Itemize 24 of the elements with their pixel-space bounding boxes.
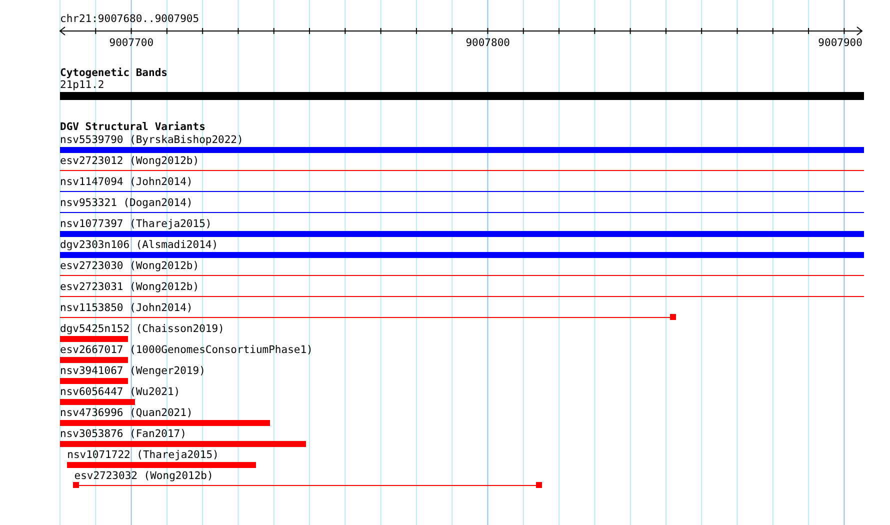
variant-label: nsv6056447 (Wu2021) (60, 386, 180, 398)
variant-label: dgv5425n152 (Chaisson2019) (60, 323, 224, 335)
variant-label: esv2723031 (Wong2012b) (60, 281, 200, 293)
variant-label: nsv3941067 (Wenger2019) (60, 365, 206, 377)
tick-label: 9007700 (109, 37, 154, 49)
variant-label: nsv1153850 (John2014) (60, 302, 193, 314)
variant-label: dgv2303n106 (Alsmadi2014) (60, 239, 218, 251)
band-label: 21p11.2 (60, 79, 104, 91)
variant-label: nsv4736996 (Quan2021) (60, 407, 193, 419)
variant-label: esv2723012 (Wong2012b) (60, 155, 200, 167)
variant-label: nsv3053876 (Fan2017) (60, 428, 186, 440)
tick-label: 9007800 (466, 37, 510, 49)
variant-label: esv2723032 (Wong2012b) (74, 470, 214, 482)
variant-label: esv2723030 (Wong2012b) (60, 260, 200, 272)
variant-label: nsv1147094 (John2014) (60, 176, 193, 188)
tick-label: 9007900 (818, 37, 862, 49)
variant-label: nsv1077397 (Thareja2015) (60, 218, 212, 230)
track-title: Cytogenetic Bands (60, 67, 168, 79)
variant-label: nsv5539790 (ByrskaBishop2022) (60, 134, 244, 146)
variant-label: nsv1071722 (Thareja2015) (67, 449, 219, 461)
locus-title: chr21:9007680..9007905 (60, 13, 200, 25)
variant-label: nsv953321 (Dogan2014) (60, 197, 193, 209)
variant-label: esv2667017 (1000GenomesConsortiumPhase1) (60, 344, 313, 356)
track-title: DGV Structural Variants (60, 121, 206, 133)
